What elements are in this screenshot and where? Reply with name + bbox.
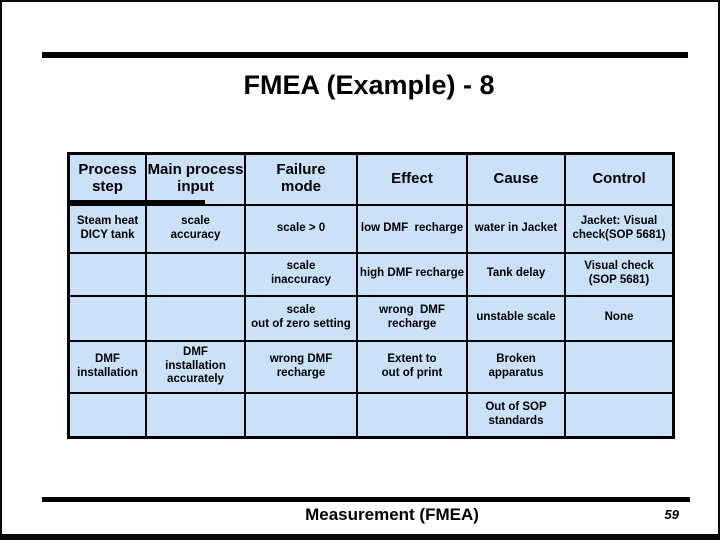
table-cell [67, 391, 147, 439]
table-cell: Extent to out of print [356, 339, 468, 394]
table-cell: Broken apparatus [466, 339, 566, 394]
table-cell: Out of SOP standards [466, 391, 566, 439]
page-number: 59 [664, 507, 679, 522]
header-cell: Failure mode [244, 152, 358, 206]
table-cell [145, 294, 246, 342]
page-title: FMEA (Example) - 8 [243, 70, 495, 100]
table-cell: water in Jacket [466, 203, 566, 254]
table-cell: wrong DMF recharge [356, 294, 468, 342]
table-cell: Steam heat DICY tank [67, 203, 147, 254]
table-cell [564, 339, 675, 394]
table-cell: wrong DMF recharge [244, 339, 358, 394]
table-cell [145, 251, 246, 297]
header-underline-rule [67, 200, 205, 206]
table-cell: unstable scale [466, 294, 566, 342]
title-rule [42, 52, 688, 58]
table-cell [145, 391, 246, 439]
table-row: Out of SOP standards [67, 391, 675, 439]
header-cell: Cause [466, 152, 566, 206]
table-cell: Tank delay [466, 251, 566, 297]
table-cell: None [564, 294, 675, 342]
table-cell: scale > 0 [244, 203, 358, 254]
table-cell: Visual check (SOP 5681) [564, 251, 675, 297]
table-cell: Jacket: Visual check(SOP 5681) [564, 203, 675, 254]
table-cell: scale inaccuracy [244, 251, 358, 297]
table-cell: low DMF recharge [356, 203, 468, 254]
table-cell: scale accuracy [145, 203, 246, 254]
table-cell [356, 391, 468, 439]
footer-label: Measurement (FMEA) [305, 505, 479, 524]
table-cell [67, 294, 147, 342]
table-cell [244, 391, 358, 439]
header-cell: Effect [356, 152, 468, 206]
table-cell: scale out of zero setting [244, 294, 358, 342]
footer-rule [42, 497, 690, 502]
header-cell: Process step [67, 152, 147, 206]
header-cell: Main process input [145, 152, 246, 206]
table-cell [564, 391, 675, 439]
table-cell [67, 251, 147, 297]
table-cell: DMF installation [67, 339, 147, 394]
header-cell: Control [564, 152, 675, 206]
table-cell: high DMF recharge [356, 251, 468, 297]
table-cell: DMF installation accurately [145, 339, 246, 394]
